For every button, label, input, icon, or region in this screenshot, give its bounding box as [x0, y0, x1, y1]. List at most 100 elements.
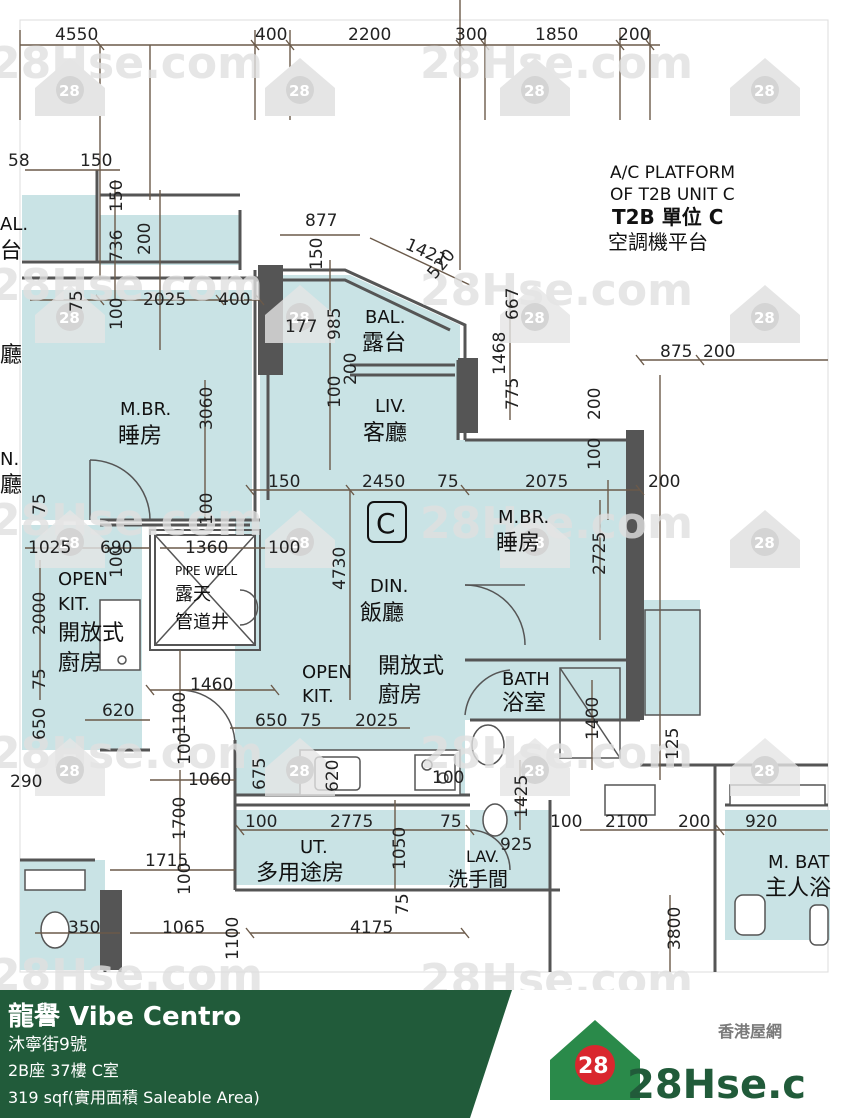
dim-177: 177: [285, 317, 317, 337]
estate-address: 沐寧街9號: [8, 1035, 87, 1055]
dim-75: 75: [67, 290, 87, 312]
pipe-well-en: PIPE WELL: [175, 564, 238, 578]
left-kitchen-cn-2: 廚房: [58, 651, 102, 676]
badge-circle: [575, 1045, 615, 1085]
master-bedroom-left-en: M.BR.: [120, 399, 171, 420]
left-balcony-label: AL.: [0, 214, 28, 235]
dim-775: 775: [503, 378, 523, 410]
dim-200: 200: [135, 223, 155, 255]
ac-platform-line2: OF T2B UNIT C: [610, 185, 735, 205]
dim-100: 100: [550, 812, 582, 832]
dim-736: 736: [107, 230, 127, 262]
left-room-n: N.: [0, 449, 19, 470]
pipe-well-cn-1: 露天: [175, 584, 211, 605]
watermark-badge: 28: [289, 534, 310, 552]
dim-200: 200: [678, 812, 710, 832]
dim-58: 58: [8, 151, 30, 171]
dim-1460: 1460: [190, 675, 233, 695]
dim-100: 100: [585, 438, 605, 470]
dim-350: 350: [68, 918, 100, 938]
master-bedroom-left-cn: 睡房: [118, 424, 162, 449]
bath-label-cn: 浴室: [502, 691, 546, 716]
open-kitchen-en-2: KIT.: [302, 686, 334, 707]
watermark-badge: 28: [289, 762, 310, 780]
dim-620: 620: [102, 701, 134, 721]
dimension-ticks: [95, 39, 725, 939]
room-fills: [20, 195, 830, 970]
utility-label-en: UT.: [300, 837, 328, 858]
pipe-well: [149, 529, 261, 651]
dining-label-en: DIN.: [370, 576, 408, 597]
watermark-badge: 28: [289, 82, 310, 100]
master-bath-label-en: M. BAT: [768, 852, 830, 873]
pipe-well-cn-2: 管道井: [175, 612, 229, 633]
dim-2025: 2025: [143, 290, 186, 310]
watermark-badges: 28 28 28 28 28 28 28 28 28 28 28 28 28 2…: [35, 58, 800, 796]
watermark-badge: 28: [524, 762, 545, 780]
brand-logo-text: 28Hse.com: [627, 1062, 805, 1105]
dim-2025: 2025: [355, 711, 398, 731]
dim-top-1850: 1850: [535, 25, 578, 45]
lavatory-label-cn: 洗手間: [448, 867, 508, 891]
dim-1100: 1100: [170, 692, 190, 735]
dim-2450: 2450: [362, 472, 405, 492]
dim-1400: 1400: [583, 697, 603, 740]
dim-650: 650: [255, 711, 287, 731]
dim-top-300: 300: [455, 25, 487, 45]
dim-620: 620: [323, 760, 343, 792]
dim-150: 150: [80, 151, 112, 171]
brand-name-cn: 香港屋網: [718, 1022, 783, 1041]
dim-150: 150: [307, 238, 327, 270]
dim-920: 920: [745, 812, 777, 832]
watermark-badge: 28: [524, 309, 545, 327]
footer: 龍譽 Vibe Centro 沐寧街9號 2B座 37樓 C室 319 sqf(…: [0, 990, 848, 1118]
brand-badge: 28: [578, 1054, 609, 1079]
dim-650: 650: [30, 708, 50, 740]
dim-200: 200: [703, 342, 735, 362]
dim-877: 877: [305, 211, 337, 231]
master-bedroom-right-en: M.BR.: [498, 507, 549, 528]
dim-2725: 2725: [590, 532, 610, 575]
dim-top-4550: 4550: [55, 25, 98, 45]
dim-75: 75: [437, 472, 459, 492]
ac-platform-line1: A/C PLATFORM: [610, 163, 735, 183]
watermark-badge: 28: [289, 309, 310, 327]
dim-675: 675: [250, 758, 270, 790]
dim-925: 925: [500, 835, 532, 855]
saleable-area: 319 sqf(實用面積 Saleable Area): [8, 1088, 260, 1107]
left-room-cn-2: 廳: [0, 473, 22, 498]
dim-100: 100: [175, 733, 195, 765]
open-kitchen-cn-2: 廚房: [378, 683, 422, 708]
dim-1425: 1425: [512, 775, 532, 818]
dim-3800: 3800: [665, 907, 685, 950]
living-label-en: LIV.: [375, 396, 406, 417]
room-labels: A/C PLATFORM OF T2B UNIT C T2B 單位 C 空調機平…: [0, 163, 831, 901]
dim-200: 200: [648, 472, 680, 492]
dim-2000: 2000: [30, 592, 50, 635]
dim-100: 100: [197, 493, 217, 525]
master-bedroom-right-cn: 睡房: [496, 531, 540, 556]
ac-platform-line4: 空調機平台: [608, 230, 708, 254]
dim-2775: 2775: [330, 812, 373, 832]
open-kitchen-cn-1: 開放式: [378, 654, 444, 679]
brand-logo[interactable]: 28 28Hse.com: [545, 1010, 805, 1105]
fixtures: [24, 599, 829, 949]
dim-200: 200: [341, 353, 361, 385]
dim-690: 690: [100, 538, 132, 558]
dim-75: 75: [30, 668, 50, 690]
watermark-badge: 28: [59, 534, 80, 552]
dim-1100: 1100: [223, 917, 243, 960]
left-room-cn: 廳: [0, 343, 22, 368]
dim-top-2200: 2200: [348, 25, 391, 45]
watermark-badge: 28: [524, 82, 545, 100]
dim-1050: 1050: [390, 827, 410, 870]
master-bath-label-cn: 主人浴: [765, 876, 831, 901]
left-kitchen-en-1: OPEN: [58, 569, 108, 590]
footer-band: [0, 990, 512, 1118]
dim-4730: 4730: [330, 547, 350, 590]
dining-label-cn: 飯廳: [360, 601, 404, 626]
dim-667: 667: [503, 288, 523, 320]
balcony-label-cn: 露台: [362, 331, 406, 356]
watermark-badge: 28: [754, 534, 775, 552]
dim-290: 290: [10, 772, 42, 792]
